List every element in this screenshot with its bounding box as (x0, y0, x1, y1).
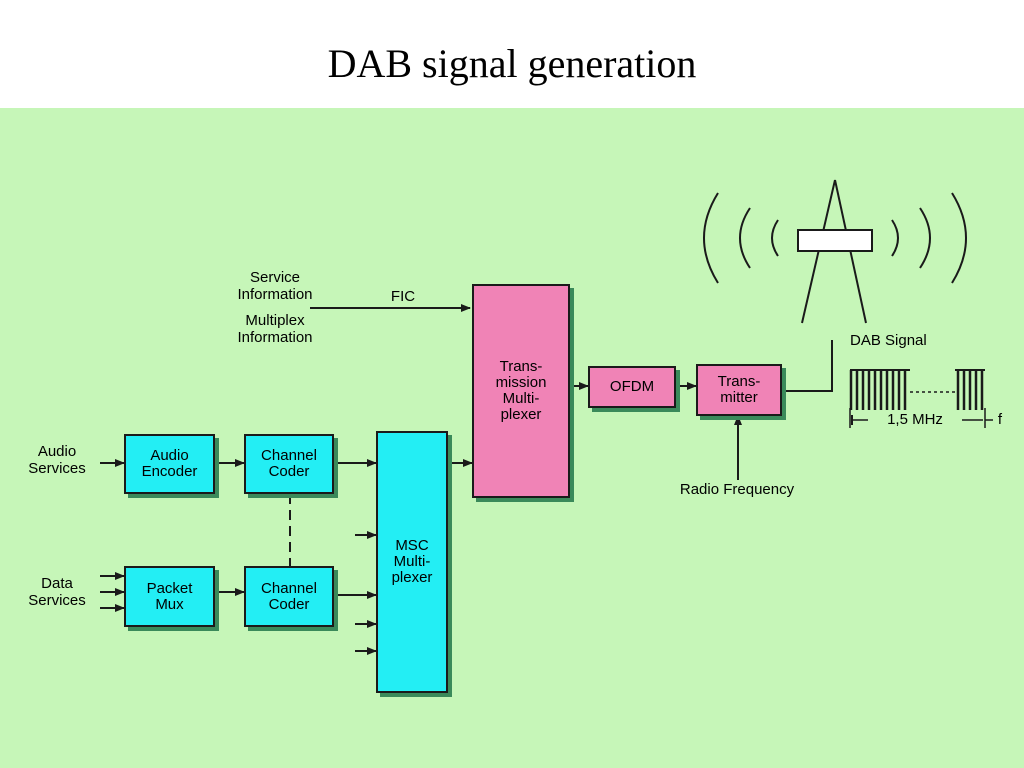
audio-services-label: Audio Services (28, 443, 86, 477)
ofdm-block: OFDM (588, 366, 676, 408)
wave-right-outer (951, 192, 967, 284)
transmission-multiplexer-block: Trans- mission Multi- plexer (472, 284, 570, 498)
channel-coder-audio-label: Channel Coder (261, 447, 317, 480)
audio-encoder-block: Audio Encoder (124, 434, 215, 494)
multiplex-information-label: Multiplex Information (237, 312, 313, 346)
wave-right-middle (919, 207, 931, 269)
tx-to-antenna-line (782, 340, 833, 392)
msc-multiplexer-label: MSC Multi- plexer (391, 537, 433, 586)
packet-mux-block: Packet Mux (124, 566, 215, 627)
packet-mux-label: Packet Mux (146, 579, 193, 613)
fic-label: FIC (390, 288, 416, 305)
page-title: DAB signal generation (327, 41, 697, 86)
frequency-axis-label: f (997, 411, 1003, 428)
bandwidth-label: 1,5 MHz (887, 411, 943, 428)
msc-multiplexer-block: MSC Multi- plexer (376, 431, 448, 693)
spectrum-carriers (849, 370, 984, 410)
wave-right-inner (891, 219, 899, 257)
wave-left-middle (739, 207, 751, 269)
diagram-connectors (100, 179, 993, 655)
antenna-box (797, 229, 873, 252)
service-information-label: Service Information (237, 269, 313, 303)
radio-frequency-label: Radio Frequency (679, 481, 795, 498)
channel-coder-data-block: Channel Coder (244, 566, 334, 627)
channel-coder-data-label: Channel Coder (261, 579, 317, 613)
dab-signal-label: DAB Signal (850, 332, 927, 349)
dab-block-diagram: Service Information Multiplex Informatio… (0, 108, 1024, 768)
audio-encoder-label: Audio Encoder (141, 447, 198, 480)
wave-left-outer (703, 192, 719, 284)
wave-left-inner (771, 219, 779, 257)
bandwidth-dimension (849, 408, 993, 428)
data-services-label: Data Services (28, 575, 86, 609)
transmission-multiplexer-label: Trans- mission Multi- plexer (495, 358, 547, 423)
transmitter-label: Trans- mitter (717, 373, 761, 406)
transmitter-block: Trans- mitter (696, 364, 782, 416)
ofdm-label: OFDM (609, 378, 655, 395)
channel-coder-audio-block: Channel Coder (244, 434, 334, 494)
